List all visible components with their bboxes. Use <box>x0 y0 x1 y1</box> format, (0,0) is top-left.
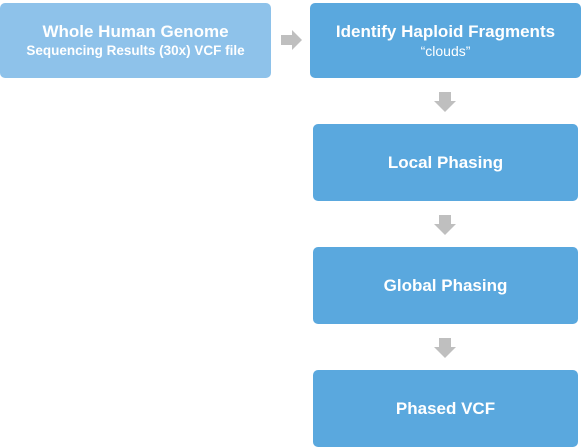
identify-fragments-node: Identify Haploid Fragments “clouds” <box>310 3 581 78</box>
local-phasing-node: Local Phasing <box>313 124 578 201</box>
identify-fragments-title: Identify Haploid Fragments <box>335 22 556 41</box>
arrow-down-icon <box>434 338 456 358</box>
input-node-subtitle: Sequencing Results (30x) VCF file <box>26 43 245 58</box>
global-phasing-label: Global Phasing <box>383 275 508 295</box>
arrow-down-icon <box>434 215 456 235</box>
arrow-down-shape <box>434 338 456 358</box>
input-node-title: Whole Human Genome <box>42 22 229 41</box>
input-node: Whole Human Genome Sequencing Results (3… <box>0 3 271 78</box>
arrow-right-icon <box>281 30 302 50</box>
arrow-down-shape <box>434 215 456 235</box>
identify-fragments-subtitle: “clouds” <box>420 43 471 59</box>
local-phasing-label: Local Phasing <box>387 152 504 172</box>
arrow-down-shape <box>434 92 456 112</box>
arrow-right-shape <box>281 30 302 50</box>
global-phasing-node: Global Phasing <box>313 247 578 324</box>
arrow-down-icon <box>434 92 456 112</box>
phased-vcf-node: Phased VCF <box>313 370 578 447</box>
phased-vcf-label: Phased VCF <box>395 398 496 418</box>
